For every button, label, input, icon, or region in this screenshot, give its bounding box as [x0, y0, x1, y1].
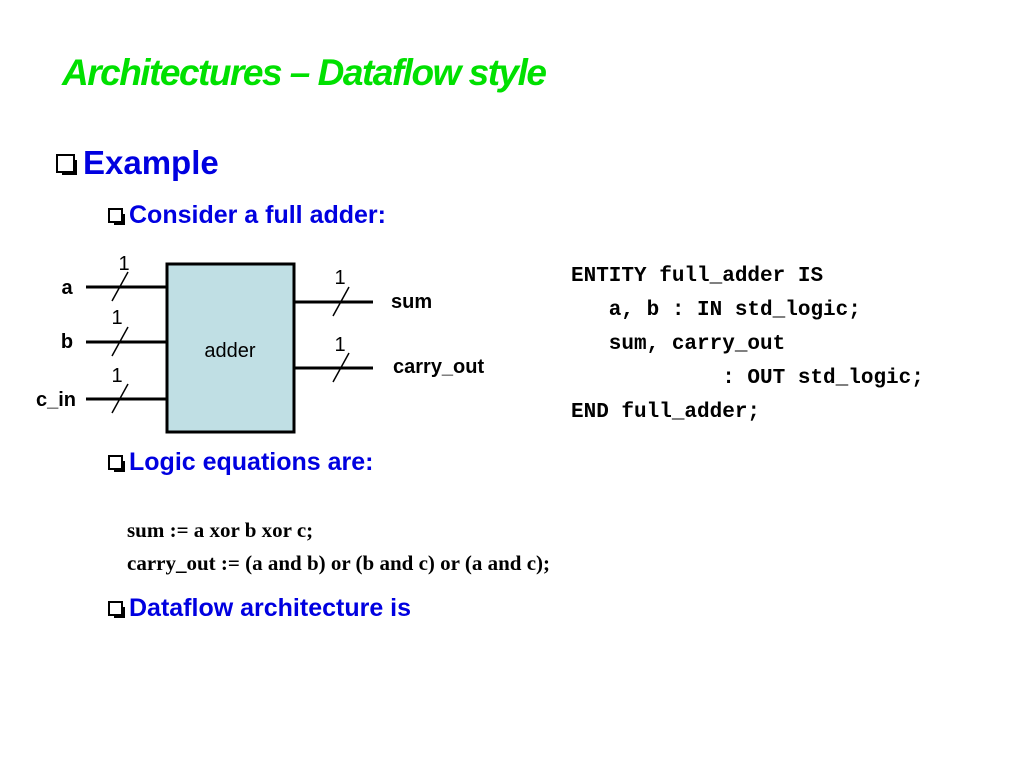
input-a-label: a: [61, 277, 73, 299]
bullet-logic-text: Logic equations are:: [129, 448, 374, 476]
output-carry-label: carry_out: [393, 356, 484, 378]
bullet-logic: Logic equations are:: [108, 448, 373, 477]
checkbox-bullet-icon: [108, 601, 125, 618]
code-line: ENTITY full_adder IS: [571, 265, 824, 288]
logic-equations: sum := a xor b xor c; carry_out := (a an…: [127, 514, 550, 580]
output-sum-width: 1: [334, 267, 345, 289]
code-line: END full_adder;: [571, 401, 761, 424]
bullet-dataflow-text: Dataflow architecture is: [129, 594, 412, 622]
bullet-consider: Consider a full adder:: [108, 201, 386, 230]
slide-title: Architectures – Dataflow style: [62, 52, 547, 93]
output-sum-slash: [332, 286, 350, 317]
bullet-example: Example: [56, 144, 219, 182]
code-line: : OUT std_logic;: [571, 367, 924, 390]
bullet-dataflow: Dataflow architecture is: [108, 594, 411, 623]
checkbox-bullet-icon: [56, 153, 77, 175]
equation-sum: sum := a xor b xor c;: [127, 518, 314, 542]
code-line: sum, carry_out: [571, 333, 786, 356]
checkbox-bullet-icon: [108, 208, 125, 225]
output-sum-label: sum: [391, 291, 432, 313]
bullet-consider-text: Consider a full adder:: [129, 201, 386, 229]
input-cin-slash: [111, 383, 129, 414]
input-b-slash: [111, 326, 129, 357]
input-b-label: b: [61, 331, 73, 353]
input-cin-label: c_in: [36, 389, 76, 411]
output-carry-slash: [332, 352, 350, 383]
input-b-width: 1: [111, 307, 122, 329]
code-line: a, b : IN std_logic;: [571, 299, 861, 322]
bullet-example-text: Example: [83, 144, 219, 181]
checkbox-bullet-icon: [108, 455, 125, 472]
output-carry-width: 1: [334, 334, 345, 356]
input-a-width: 1: [118, 253, 129, 275]
input-cin-width: 1: [111, 365, 122, 387]
vhdl-entity-code: ENTITY full_adder IS a, b : IN std_logic…: [571, 260, 924, 430]
adder-block: [165, 262, 296, 434]
input-a-slash: [111, 271, 129, 302]
equation-carry: carry_out := (a and b) or (b and c) or (…: [127, 551, 551, 575]
adder-block-label: adder: [204, 340, 255, 362]
